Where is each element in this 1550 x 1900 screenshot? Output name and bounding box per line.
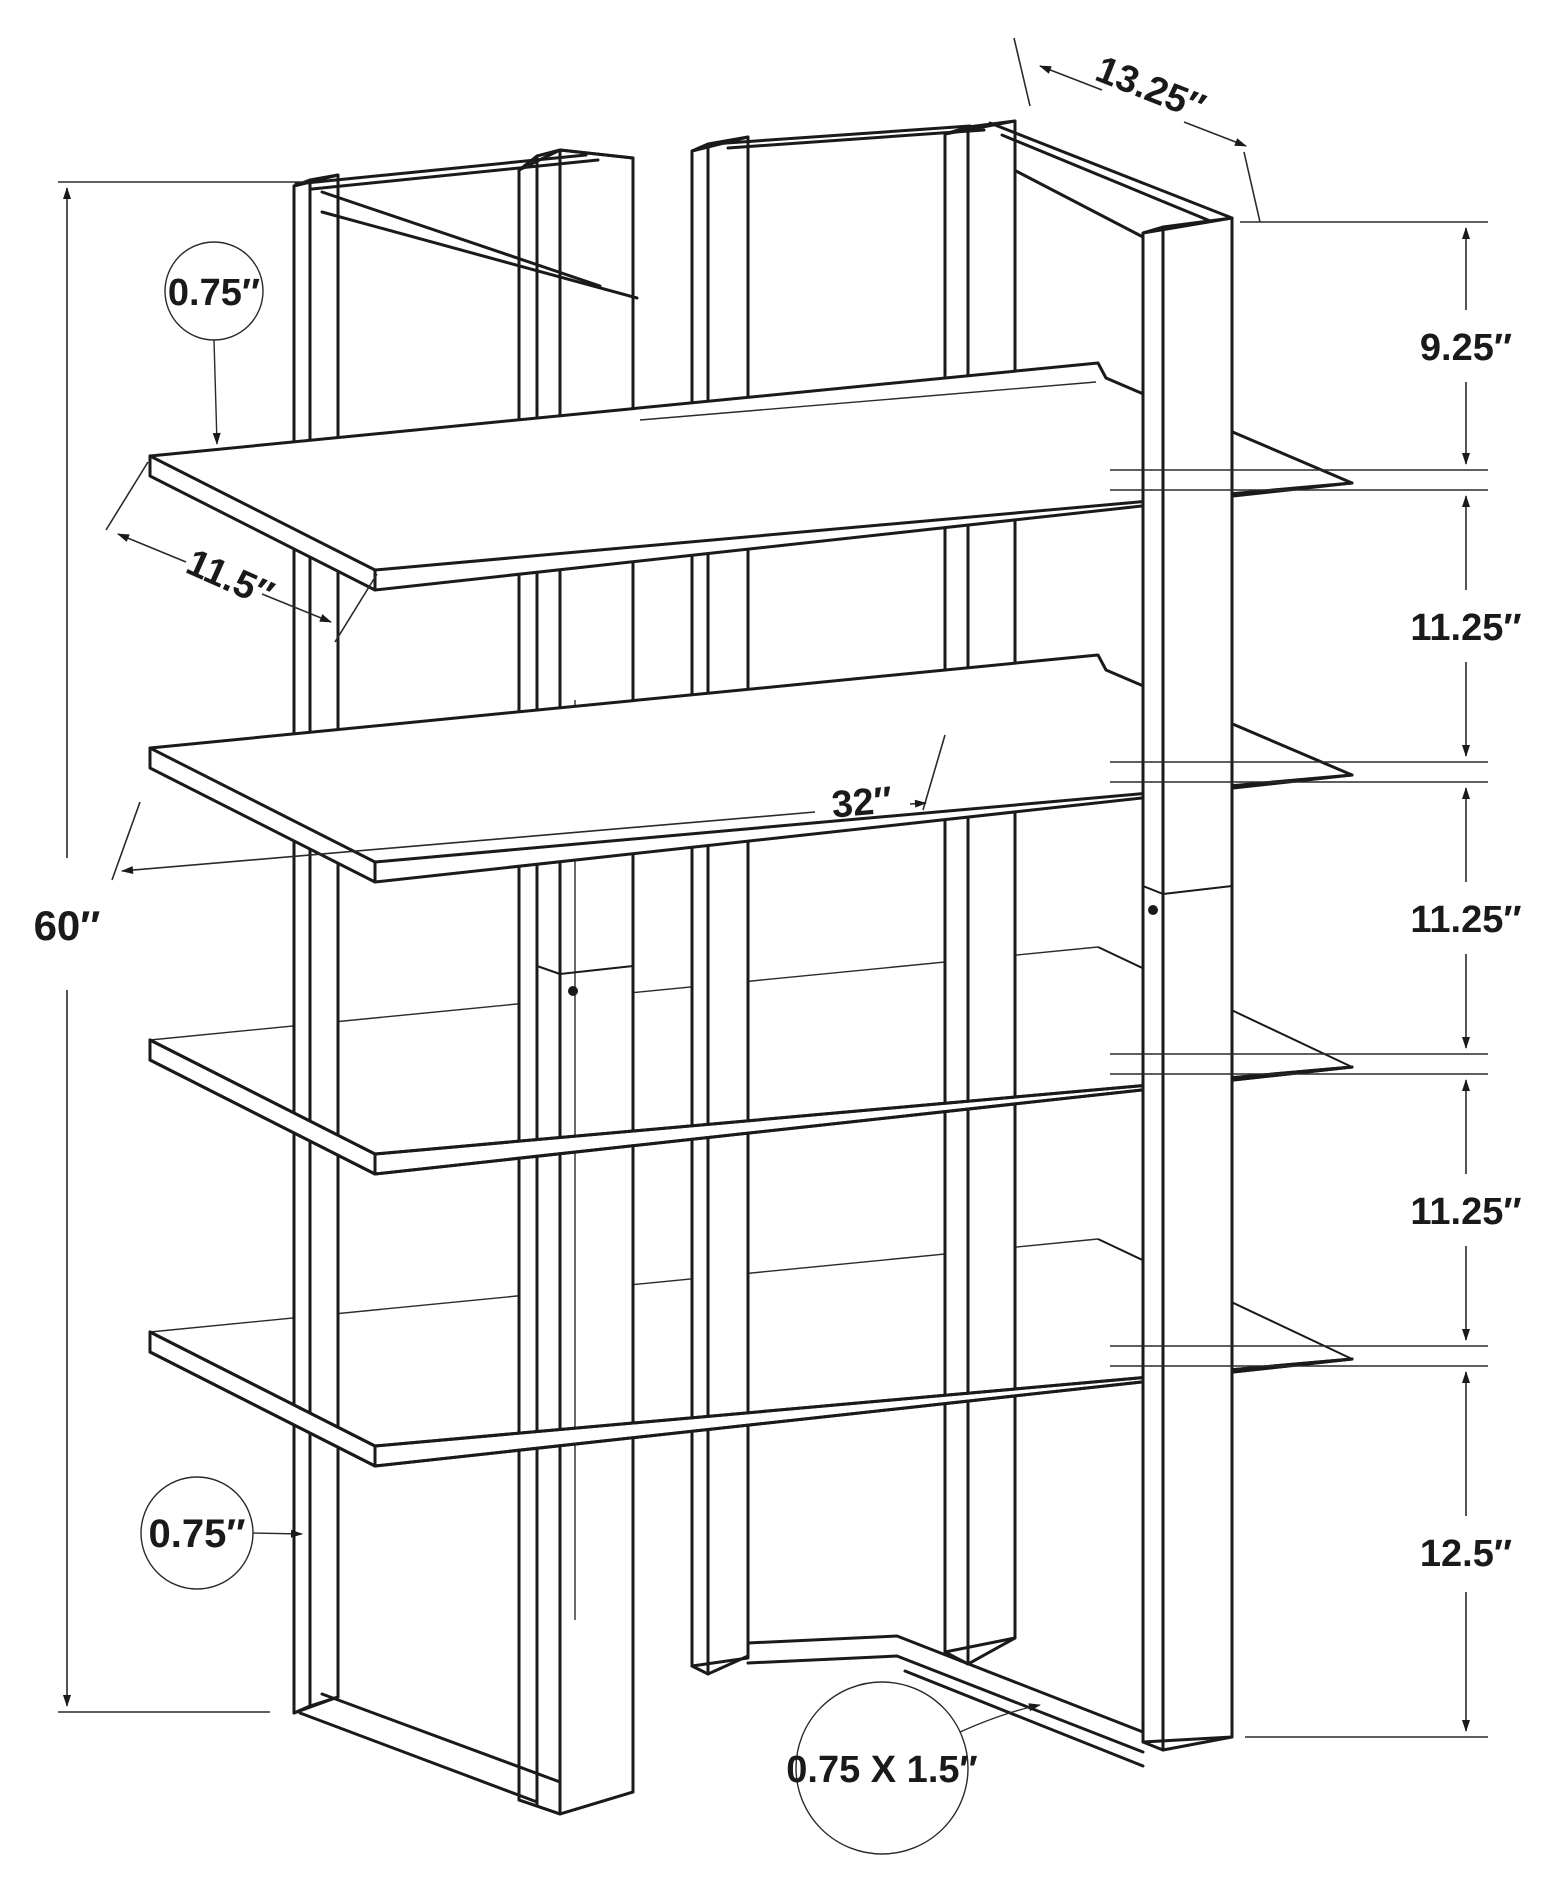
dim-label-depth: 13.25″ [1090, 49, 1211, 130]
shelf-4 [148, 1330, 1354, 1468]
dim-height: 60″ [34, 181, 305, 1713]
callout-rail-size: 0.75 X 1.5″ [786, 1681, 1041, 1855]
left-top-rail-face-bottom [320, 210, 639, 300]
rear-top-rail-bottom-edge [1014, 169, 1145, 239]
post-seam-right [1142, 885, 1233, 895]
post-seam-left [536, 965, 634, 975]
dim-depth: 13.25″ [1013, 37, 1261, 223]
frame-posts [292, 119, 1017, 1816]
center-front-post [690, 135, 750, 1676]
left-top-rail-inner-edge [310, 158, 600, 191]
left-frame-front-post [292, 173, 340, 1715]
top-rails [294, 121, 1234, 300]
dim-chain-right: 9.25″ 11.25″ 11.25″ 11.25″ 12.5″ [1110, 221, 1522, 1738]
left-top-rail-face-top [320, 190, 602, 288]
dim-width: 32″ [111, 734, 946, 881]
callout-label-rail-size: 0.75 X 1.5″ [786, 1749, 977, 1791]
dim-label-gap-1: 11.25″ [1410, 607, 1521, 649]
left-frame-rear-post [517, 148, 635, 1816]
right-bottom-rail-mid [746, 1654, 1145, 1754]
shelf-3 [148, 1038, 1354, 1176]
dim-label-height: 60″ [34, 902, 101, 949]
callout-circle [795, 1681, 969, 1855]
rear-top-rail-top-edge [988, 121, 1234, 220]
right-top-rail-inner-edge [726, 128, 986, 150]
dim-label-width: 32″ [830, 779, 894, 826]
right-bottom-rail-top [746, 1634, 1145, 1734]
bolt-left [568, 986, 578, 996]
center-rear-post [943, 119, 1017, 1666]
bolt-right [1148, 905, 1158, 915]
shelves [148, 361, 1354, 1468]
rear-right-post [1141, 216, 1234, 1752]
callout-shelf-thickness: 0.75″ [164, 241, 264, 445]
dim-label-shelf-depth: 11.5″ [180, 542, 279, 617]
dim-label-gap-top: 9.25″ [1420, 327, 1512, 369]
bottom-rails [298, 1634, 1145, 1804]
rear-top-rail-mid-edge [1000, 133, 1234, 232]
callout-post-width: 0.75″ [140, 1476, 303, 1590]
right-bottom-rail-bottom [903, 1669, 1145, 1768]
callout-label-shelf-thickness: 0.75″ [168, 272, 260, 314]
left-bottom-rail-bottom [298, 1711, 539, 1804]
dim-label-gap-2: 11.25″ [1410, 899, 1521, 941]
dim-label-gap-3: 11.25″ [1410, 1191, 1521, 1233]
left-bottom-rail-top [320, 1692, 562, 1784]
dim-label-bottom-clearance: 12.5″ [1420, 1533, 1512, 1575]
callout-label-post-width: 0.75″ [148, 1512, 245, 1556]
left-top-rail-top-edge [294, 153, 588, 186]
right-top-rail-top-edge [710, 124, 972, 146]
